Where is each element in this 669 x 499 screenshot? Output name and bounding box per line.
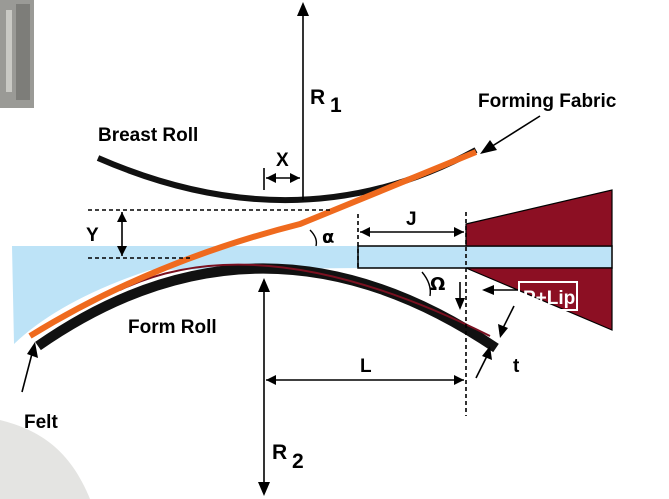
r2-subscript: 2 (292, 450, 304, 473)
r1-radius-arrow (297, 2, 309, 200)
l-label: L (360, 356, 372, 377)
breast-roll-label: Breast Roll (98, 125, 198, 146)
r1-subscript: 1 (330, 94, 342, 117)
forming-fabric-label: Forming Fabric (478, 91, 617, 112)
t-label: t (513, 356, 520, 377)
x-label: X (276, 150, 289, 171)
felt-line (119, 263, 491, 337)
photo-fragment-bottom-left (0, 420, 90, 499)
l-dimension (266, 375, 464, 385)
forming-fabric-line (28, 149, 478, 339)
p-lip-pointer (455, 282, 518, 310)
r2-radius-arrow (258, 278, 270, 496)
j-label: J (406, 209, 417, 230)
form-roll (35, 263, 499, 353)
omega-angle-arc (421, 271, 432, 297)
form-roll-label: Form Roll (128, 317, 217, 338)
p-lip-box (518, 281, 578, 311)
felt-label: Felt (24, 412, 58, 433)
r2-label: R (272, 441, 287, 464)
alpha-label: α (322, 227, 334, 248)
headbox-upper-lip (465, 189, 613, 247)
omega-label: Ω (430, 274, 445, 295)
r1-label: R (310, 86, 325, 109)
x-dimension (263, 168, 300, 190)
photo-fragment-top-left (0, 0, 34, 108)
slice-channel (357, 245, 613, 269)
forming-fabric-leader (480, 115, 541, 154)
j-dimension (357, 212, 467, 416)
p-lip-label: P+Lip (523, 288, 575, 309)
y-dimension (88, 209, 330, 259)
headbox-lower-lip (465, 267, 613, 331)
alpha-angle-arc (309, 229, 318, 247)
t-dimension (475, 305, 515, 379)
y-label: Y (86, 225, 99, 246)
felt-leader (21, 342, 38, 393)
